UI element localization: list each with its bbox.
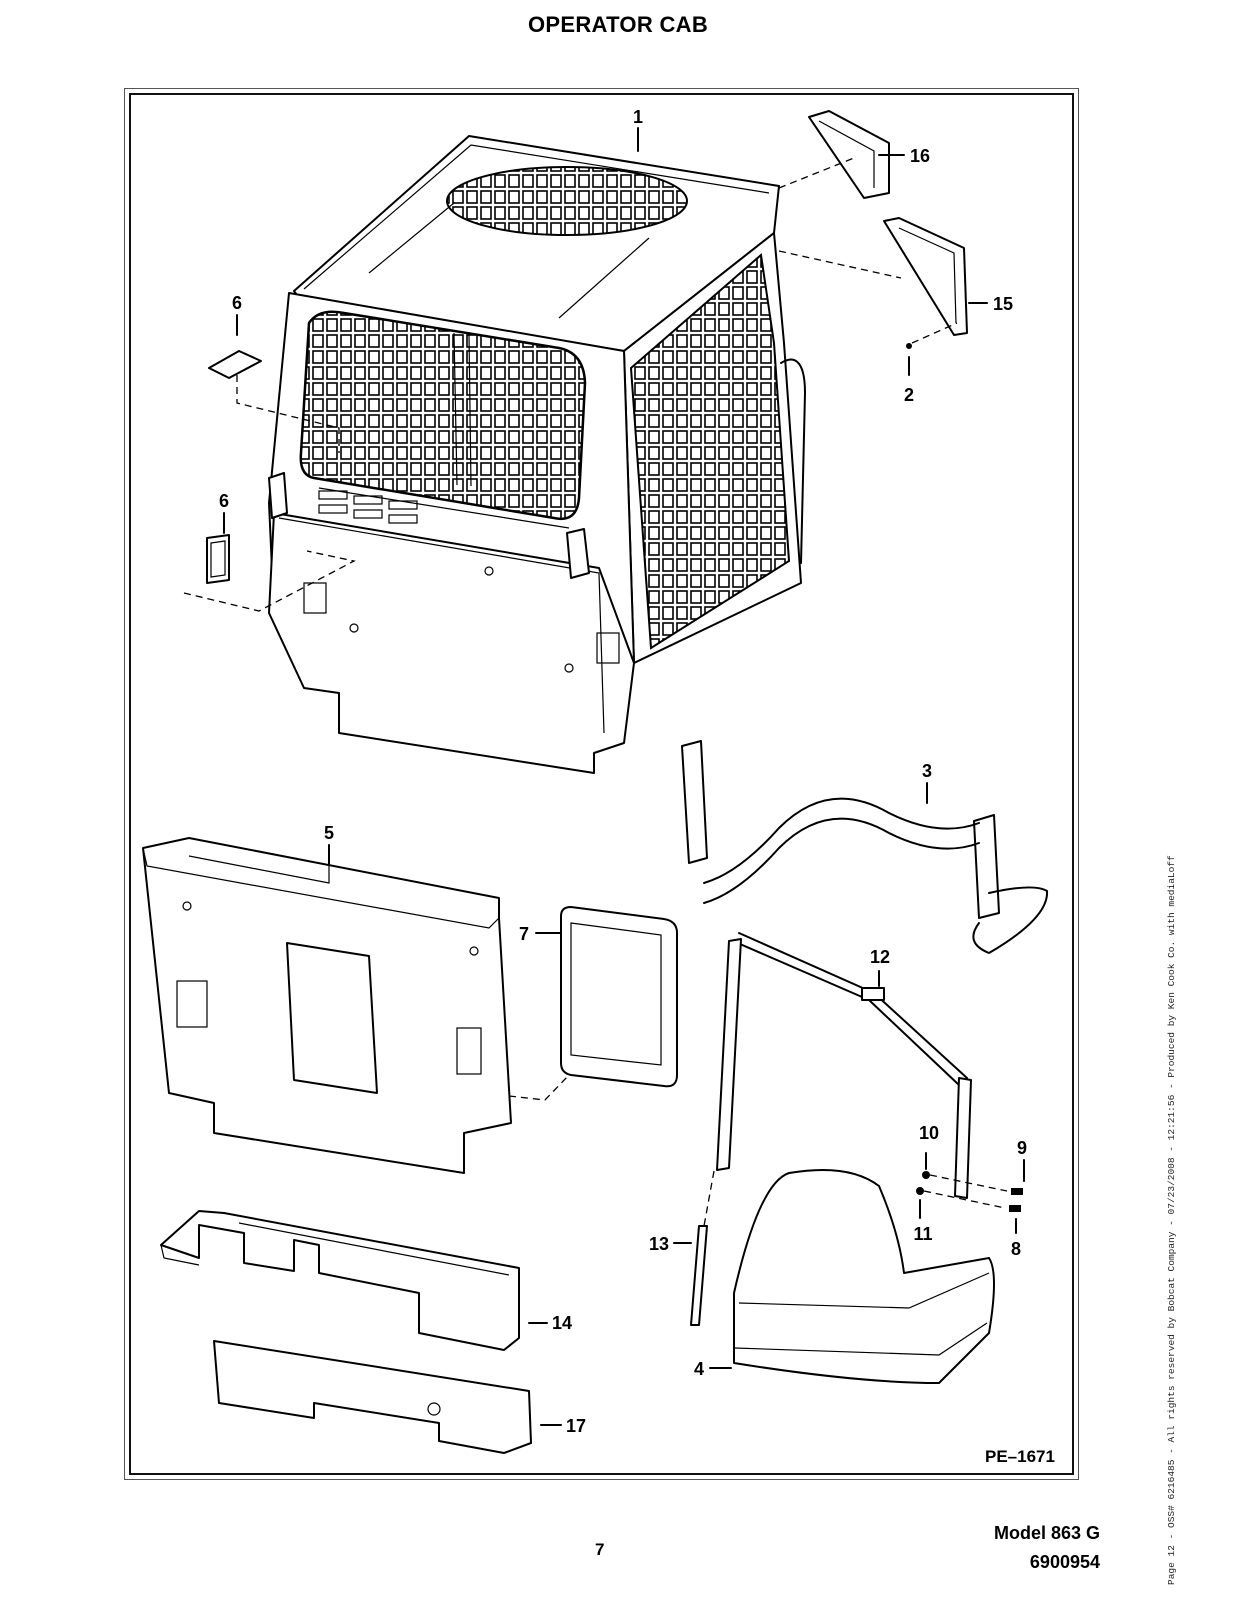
page-number: 7 [595, 1540, 605, 1559]
callout-5: 5 [324, 823, 334, 843]
callout-2: 2 [904, 385, 914, 405]
figure-outer-border [124, 88, 1079, 1480]
rear-panel [142, 837, 512, 1174]
callout-6-lower: 6 [219, 491, 229, 511]
callout-14: 14 [552, 1313, 572, 1333]
seat-bar [716, 932, 972, 1199]
callout-4: 4 [694, 1359, 704, 1379]
floor-plate [213, 1340, 532, 1454]
callout-16: 16 [910, 146, 930, 166]
callout-11: 11 [913, 1224, 932, 1244]
page-title: OPERATOR CAB [527, 12, 709, 37]
floor-support [160, 1210, 520, 1351]
callout-13: 13 [649, 1234, 669, 1254]
leader-lines [223, 127, 1025, 1426]
callout-8: 8 [1011, 1239, 1021, 1259]
window-frame [508, 906, 678, 1101]
callout-10: 10 [919, 1123, 939, 1143]
seat [733, 1168, 995, 1384]
rod [690, 1170, 715, 1326]
bracket [778, 217, 968, 349]
vent-cover [778, 110, 890, 199]
callout-7: 7 [519, 924, 529, 944]
exploded-parts-drawing: 1 2 3 4 5 6 6 7 8 9 10 11 12 13 14 15 16… [142, 107, 1049, 1454]
model-name: Model 863 G [993, 1523, 1100, 1543]
callout-6-upper: 6 [232, 293, 242, 313]
figure-border [129, 93, 1074, 1475]
callout-12: 12 [870, 947, 890, 967]
callout-9: 9 [1017, 1138, 1027, 1158]
fastener-hardware [916, 1171, 1023, 1212]
callout-1: 1 [633, 107, 643, 127]
side-bar-assembly [681, 740, 1049, 954]
figure-reference: PE–1671 [985, 1447, 1055, 1466]
patch-upper [208, 350, 340, 453]
patch-lower [183, 534, 356, 612]
callout-15: 15 [993, 294, 1013, 314]
copyright-side-note: Page 12 - OSS# 6216485 - All rights rese… [1166, 855, 1177, 1585]
callout-3: 3 [922, 761, 932, 781]
callout-17: 17 [566, 1416, 586, 1436]
manual-part-number: 6900954 [1029, 1552, 1100, 1572]
cab-assembly [268, 135, 806, 774]
